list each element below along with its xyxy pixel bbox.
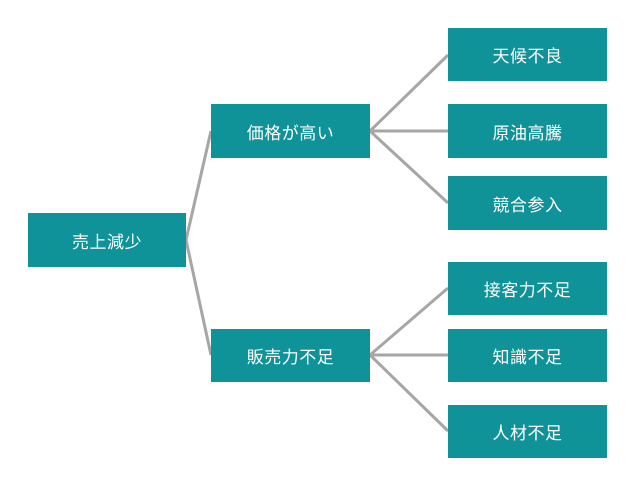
connector-root-to-price [184, 130, 213, 241]
leaf-node-customer-service-shortage[interactable]: 接客力不足 [448, 262, 607, 315]
connector-sales-to-service [369, 286, 449, 357]
leaf-node-staff-shortage[interactable]: 人材不足 [448, 405, 607, 458]
leaf-node-bad-weather[interactable]: 天候不良 [448, 28, 607, 81]
branch-node-sales-power-shortage[interactable]: 販売力不足 [211, 329, 370, 382]
connector-sales-to-staff [368, 353, 450, 433]
root-node-sales-decline[interactable]: 売上減少 [28, 213, 186, 267]
leaf-node-knowledge-shortage[interactable]: 知識不足 [448, 329, 607, 382]
branch-node-price-high[interactable]: 価格が高い [211, 104, 370, 158]
connector-price-to-weather [368, 53, 450, 133]
connector-price-to-competitor [368, 129, 450, 205]
leaf-node-competitor-entry[interactable]: 競合参入 [448, 176, 607, 230]
connector-root-to-sales [184, 239, 213, 356]
leaf-node-oil-price-surge[interactable]: 原油高騰 [448, 104, 607, 158]
